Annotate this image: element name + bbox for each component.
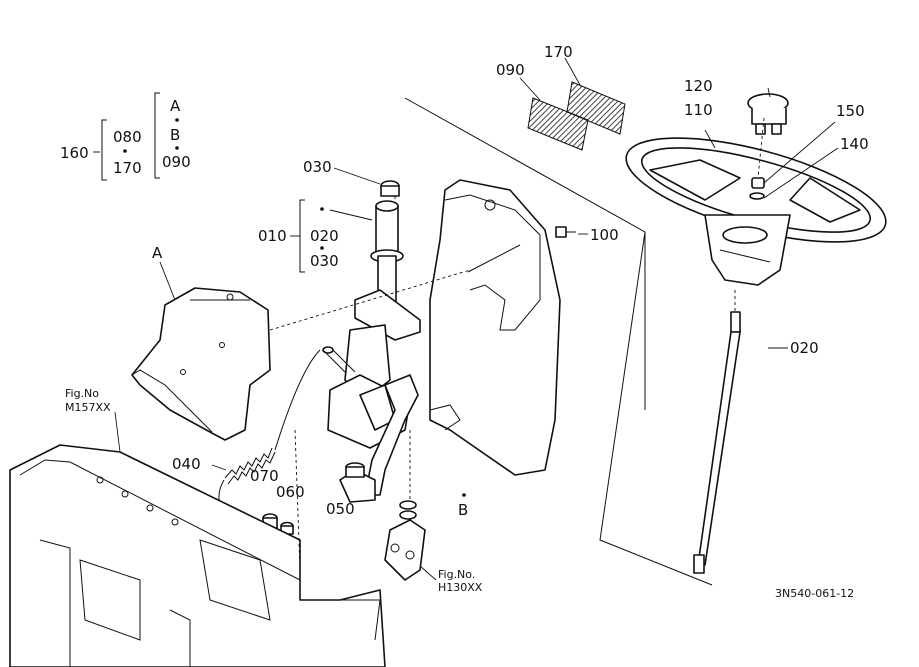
label-symbol-a: A (170, 97, 181, 115)
horn-button (747, 93, 789, 135)
label-120: 120 (684, 77, 713, 95)
label-020: 020 (790, 339, 819, 357)
label-090-group: 090 (162, 153, 191, 171)
dashboard-frame (9, 429, 386, 667)
fig-ref-h130-code: H130XX (438, 581, 483, 594)
fig-ref-m157-title: Fig.No (65, 387, 99, 400)
pivot-pin (322, 346, 356, 373)
label-100: 100 (590, 226, 619, 244)
label-050: 050 (326, 500, 355, 518)
steering-shaft (693, 290, 741, 574)
label-170-top: 170 (544, 43, 573, 61)
label-110: 110 (684, 101, 713, 119)
steering-wheel (625, 137, 887, 286)
decal-170 (566, 81, 626, 135)
label-040: 040 (172, 455, 201, 473)
linkage-bracket (384, 430, 426, 581)
assembly-reference-outline (404, 97, 713, 586)
bolt-050 (345, 462, 365, 478)
label-080: 080 (113, 128, 142, 146)
label-symbol-b: B (170, 126, 180, 144)
label-010: 010 (258, 227, 287, 245)
fig-ref-m157-code: M157XX (65, 401, 111, 414)
label-020-group: 020 (310, 227, 339, 245)
nut-150 (751, 177, 765, 189)
callout-b: B (458, 501, 468, 519)
label-150: 150 (836, 102, 865, 120)
label-140: 140 (840, 135, 869, 153)
group-bracket-160 (93, 92, 179, 181)
callout-a: A (152, 244, 163, 262)
label-170-group: 170 (113, 159, 142, 177)
label-030-group: 030 (310, 252, 339, 270)
label-060: 060 (276, 483, 305, 501)
bolt-100 (555, 226, 576, 238)
column-cover-a (131, 287, 271, 441)
callout-b-dot (462, 493, 466, 497)
washer-140 (749, 192, 765, 200)
drawing-code: 3N540-061-12 (775, 587, 854, 600)
washer-070 (262, 513, 278, 529)
label-090-top: 090 (496, 61, 525, 79)
fig-ref-h130-title: Fig.No. (438, 568, 475, 581)
label-160: 160 (60, 144, 89, 162)
label-030: 030 (303, 158, 332, 176)
spring-040 (218, 349, 321, 561)
group-bracket-010 (290, 199, 373, 273)
steering-column (327, 180, 421, 503)
column-cover-b (429, 179, 561, 476)
label-070: 070 (250, 467, 279, 485)
